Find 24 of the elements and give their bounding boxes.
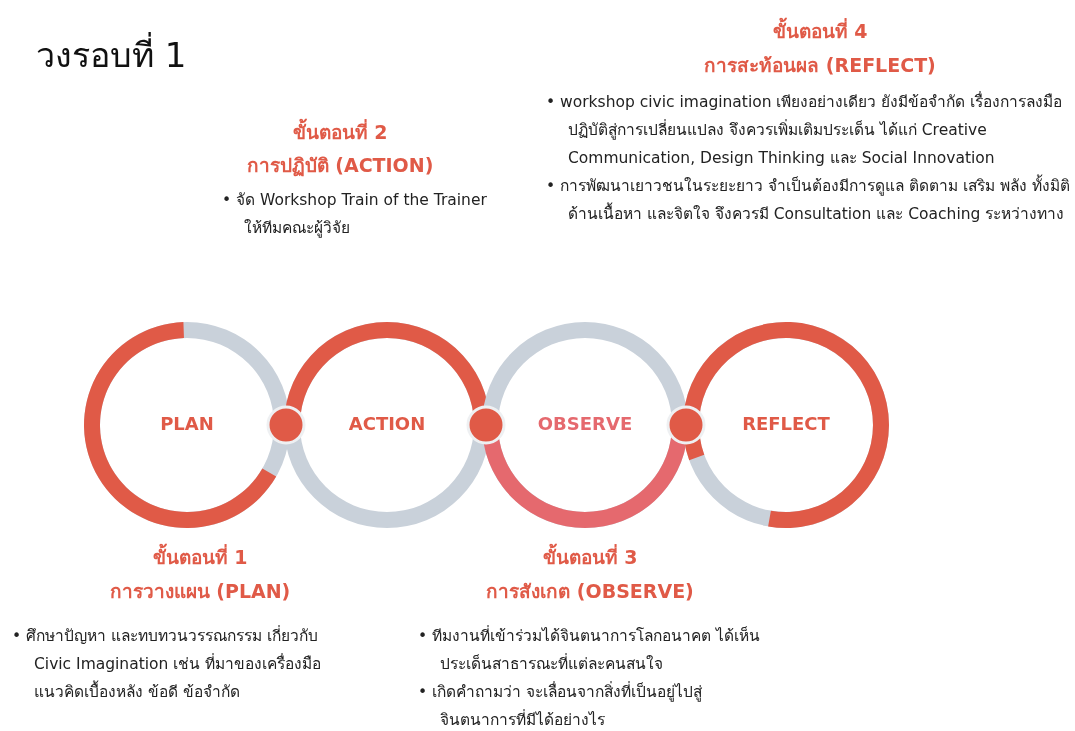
bullet-text: • การพัฒนาเยาวชนในระยะยาว จำเป็นต้องมีการดูแล ติดตาม เสริม พลัง ทั้งมิติด้านเนื้อหา และจิตใจ จึงควรมี Consultation และ Coaching ระหว่างทาง [546, 172, 1071, 228]
connector-dot [665, 404, 707, 446]
stage-name: ACTION [348, 413, 426, 434]
step-heading: ขั้นตอนที่ 2 [210, 115, 470, 149]
cycle-ring [683, 322, 889, 528]
stage-name: PLAN [160, 413, 214, 434]
stage-name: OBSERVE [537, 413, 633, 434]
step-heading: การวางแผน (PLAN) [108, 579, 292, 604]
connector-dot [265, 404, 307, 446]
step-heading: ขั้นตอนที่ 3 [440, 540, 740, 574]
stage-name: REFLECT [742, 413, 830, 434]
cycle-ring [84, 322, 290, 528]
step-heading: การสังเกต (OBSERVE) [485, 579, 695, 604]
step-heading: การสะท้อนผล (REFLECT) [703, 53, 937, 78]
bullet-text: • เกิดคำถามว่า จะเลื่อนจากสิ่งที่เป็นอยู่ไปสู่ จินตนาการที่มีได้อย่างไร [418, 680, 703, 731]
connector-dot [465, 404, 507, 446]
bullet-text: • จัด Workshop Train of the Trainer ให้ทีมคณะผู้วิจัย [222, 190, 488, 240]
step-heading: ขั้นตอนที่ 1 [60, 540, 340, 574]
bullet-text: • ศึกษาปัญหา และทบทวนวรรณกรรม เกี่ยวกับ Civic Imagination เช่น ที่มาของเครื่องมือ แนวคิดเบื้องหลัง ข้อดี ข้อจำกัด [12, 624, 323, 703]
bullet-text: • ทีมงานที่เข้าร่วมได้จินตนาการโลกอนาคต ได้เห็นประเด็นสาธารณะที่แต่ละคนสนใจ [418, 624, 761, 675]
step-heading: การปฏิบัติ (ACTION) [245, 153, 435, 179]
step-heading: ขั้นตอนที่ 4 [640, 14, 1000, 48]
bullet-text: • workshop civic imagination เพียงอย่างเดียว ยังมีข้อจำกัด เรื่องการลงมือปฏิบัติสู่การเปลี่ยนแปลง จึงควรเพิ่มเติมประเด็น ได้แก่ Creative Communication, Design Thinking และ Social Innovation [546, 90, 1064, 169]
title: วงรอบที่ 1 [36, 28, 187, 82]
